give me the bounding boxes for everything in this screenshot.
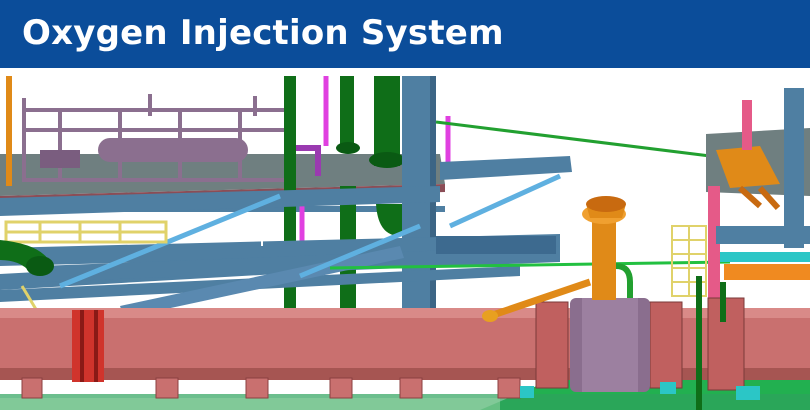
green-tie-line [435,120,711,158]
steel-beams [0,156,572,318]
skid-outlet-pipe [286,145,321,176]
cyan-supports [520,382,760,400]
equipment-skid [22,94,288,182]
injection-valve-body [570,298,650,392]
tag-marker [252,232,272,246]
oxygen-injection-line [482,196,626,322]
orange-vertical-pipe [6,76,12,186]
right-green-pipe [696,276,702,410]
small-green-pipe [615,263,633,298]
diagonal-braces [59,173,562,289]
title-banner: Oxygen Injection System [0,0,810,68]
page-title: Oxygen Injection System [22,13,504,53]
skid-pump [40,150,80,168]
pipe-supports [21,377,521,399]
3d-piping-model-render [0,76,810,410]
flange-left [72,310,104,382]
main-pipe [0,308,810,380]
right-structure [671,88,810,336]
skid-vessel [98,138,248,162]
